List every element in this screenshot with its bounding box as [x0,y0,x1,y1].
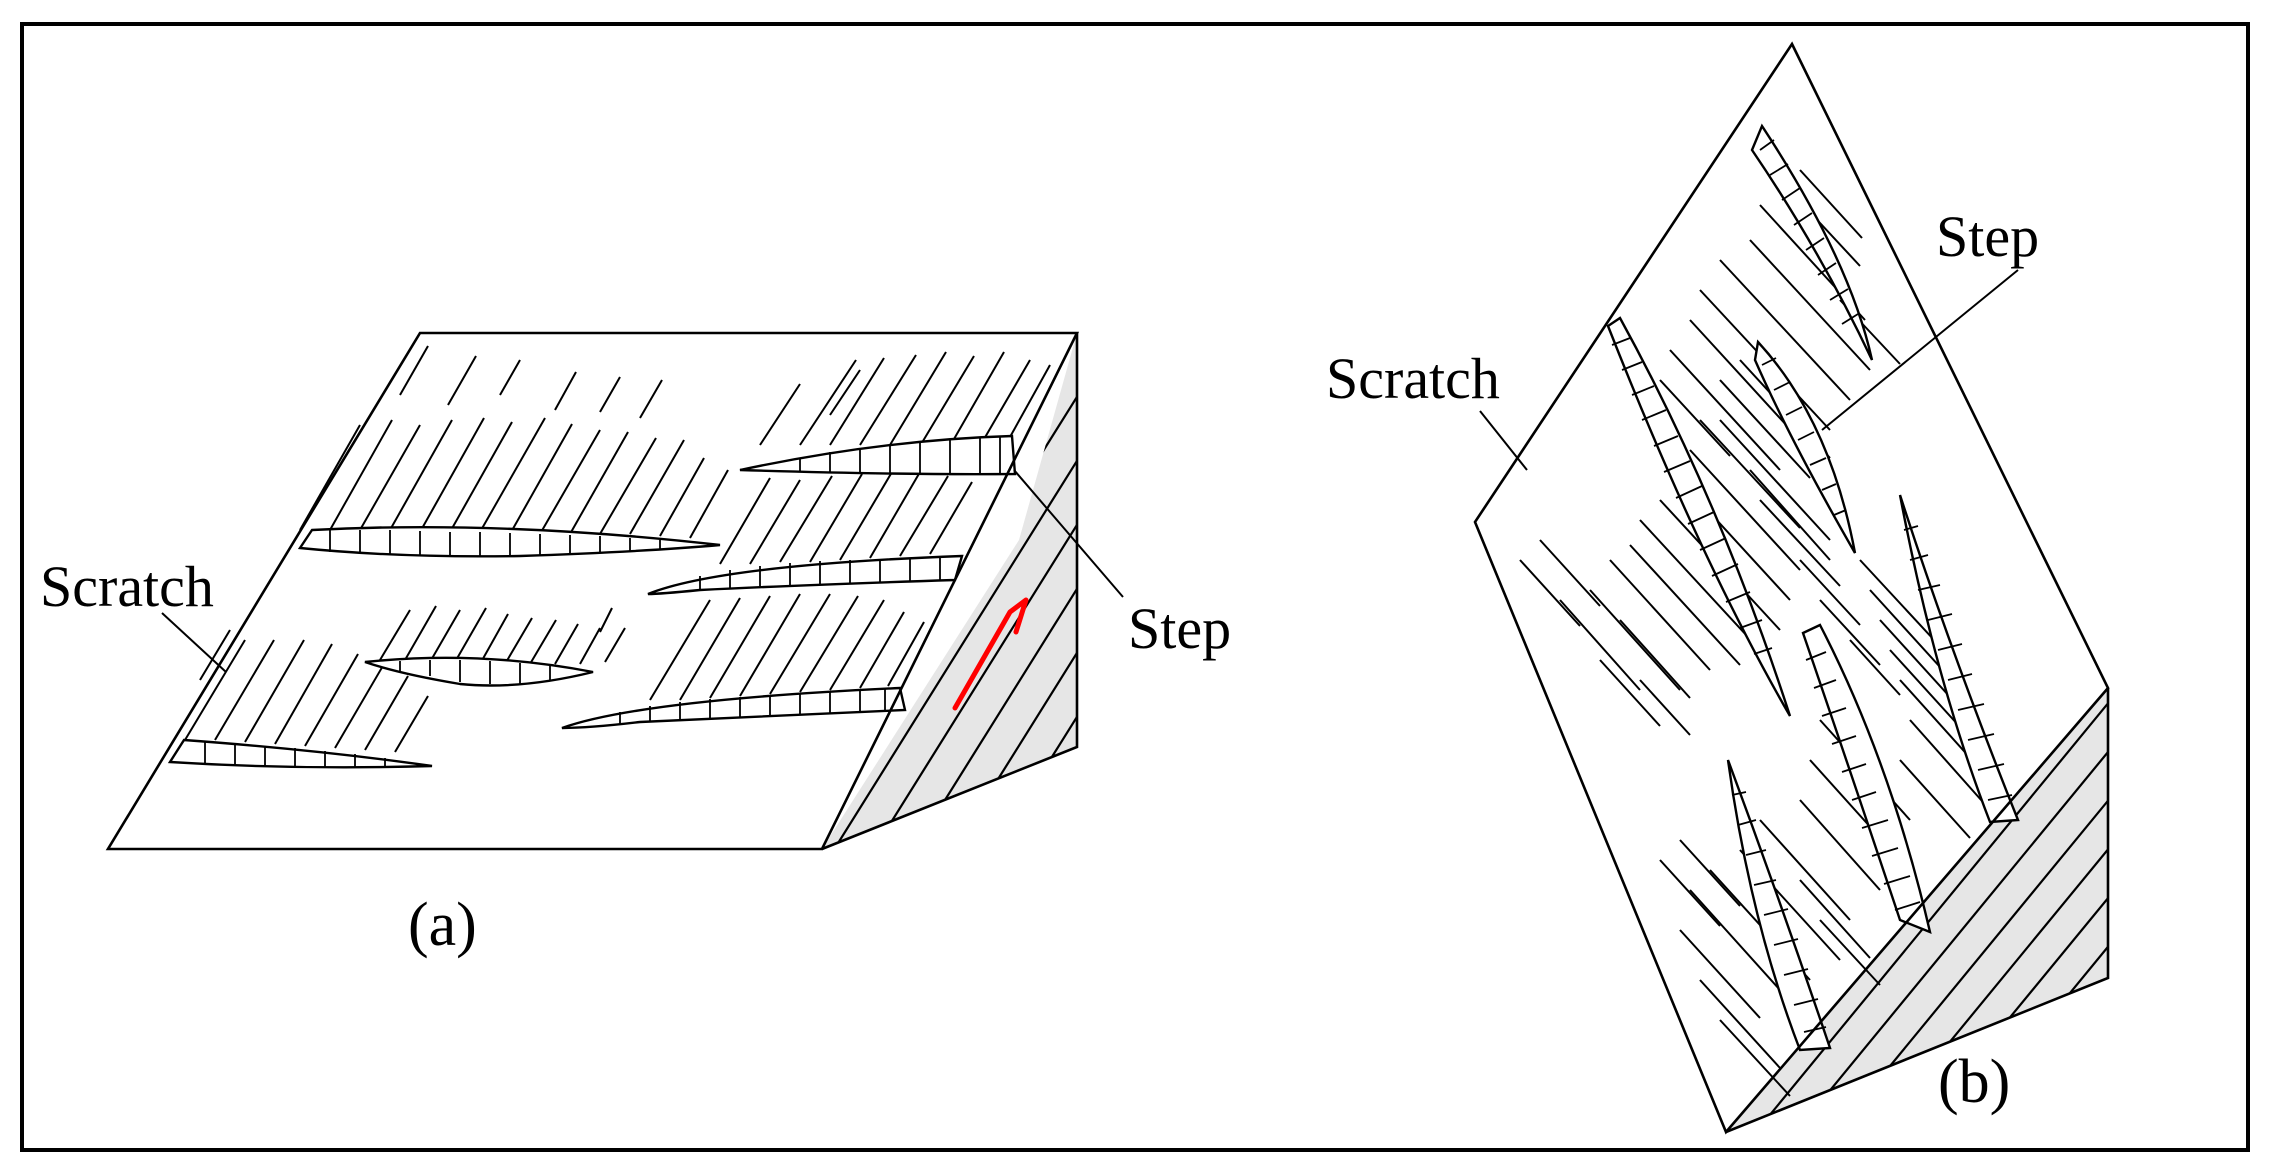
panel-b-scratch-leader [1479,410,1528,471]
panel-b-step-label: Step [1936,204,2039,269]
panel-b-step-3 [1753,339,1857,554]
panel-b-scratch-label: Scratch [1326,346,1500,411]
panel-a-step-3 [647,554,964,596]
panel-a-step-label: Step [1128,596,1231,661]
panel-a-step-6 [167,738,433,769]
panel-a-red-marker [952,597,1029,711]
panel-a-scratch-leader [161,612,227,673]
panel-b: Scratch Step (b) [1326,41,2110,1135]
panel-a: Scratch Step (a) [40,331,1231,959]
panel-a-side-face [822,333,1077,849]
panel-b-step-1 [1750,123,1874,361]
panel-a-caption: (a) [408,891,477,959]
panel-b-step-4 [1801,623,1932,934]
panel-a-scratch-label: Scratch [40,554,214,619]
panel-b-step-2 [1606,316,1792,717]
figure-frame [20,22,2250,1152]
panel-b-step-6 [1726,759,1832,1052]
panel-b-block-outline [1473,41,2110,1135]
panel-a-step-2 [739,434,1017,476]
panel-a-step-1 [297,525,721,558]
panel-b-step-leader [1821,269,2019,431]
panel-a-step-leader [1013,469,1124,598]
panel-a-scratches [184,345,1051,753]
panel-a-block-outline [105,331,1080,851]
panel-b-step-5 [1898,494,2020,824]
panel-a-step-4 [364,656,594,687]
panel-a-step-5 [561,686,907,730]
panel-b-caption: (b) [1938,1048,2010,1116]
